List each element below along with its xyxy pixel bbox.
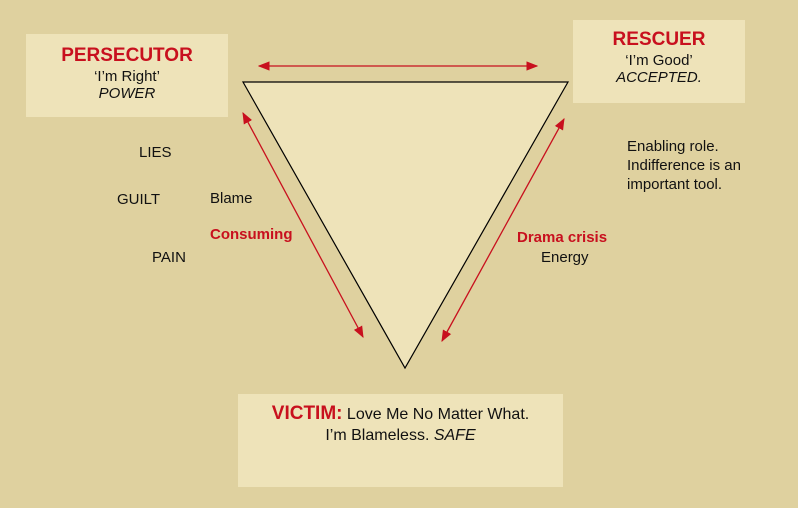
rescuer-note-line: important tool. <box>627 176 723 193</box>
persecutor-line2: POWER <box>98 85 156 102</box>
energy-label: Energy <box>541 249 589 266</box>
rescuer-note-line: Indifference is an <box>627 157 741 174</box>
victim-line2: I’m Blameless. <box>325 427 434 444</box>
consuming-label: Consuming <box>210 226 293 243</box>
left-double-arrow <box>242 111 364 339</box>
rescuer-line2: ACCEPTED. <box>616 69 702 86</box>
blame-label: Blame <box>210 190 253 207</box>
persecutor-line1: ‘I’m Right’ <box>94 68 160 85</box>
pain-label: PAIN <box>152 249 186 266</box>
rescuer-box: RESCUER ‘I’m Good’ ACCEPTED. <box>573 20 745 103</box>
victim-title: VICTIM: <box>271 403 343 424</box>
rescuer-note-line: Enabling role. <box>627 138 719 155</box>
triangle <box>241 81 570 370</box>
guilt-label: GUILT <box>117 191 161 208</box>
rescuer-line1: ‘I’m Good’ <box>625 52 693 69</box>
persecutor-box: PERSECUTOR ‘I’m Right’ POWER <box>26 34 228 117</box>
lies-label: LIES <box>139 144 172 161</box>
drama-crisis-label: Drama crisis <box>517 229 608 246</box>
persecutor-title: PERSECUTOR <box>61 45 193 66</box>
victim-safe: SAFE <box>433 427 476 444</box>
rescuer-title: RESCUER <box>612 29 706 50</box>
rescuer-note: Enabling role. Indifference is an import… <box>627 137 741 194</box>
victim-line1: Love Me No Matter What. <box>342 406 530 423</box>
right-double-arrow <box>441 117 565 343</box>
victim-box: VICTIM: Love Me No Matter What. I’m Blam… <box>238 394 563 487</box>
